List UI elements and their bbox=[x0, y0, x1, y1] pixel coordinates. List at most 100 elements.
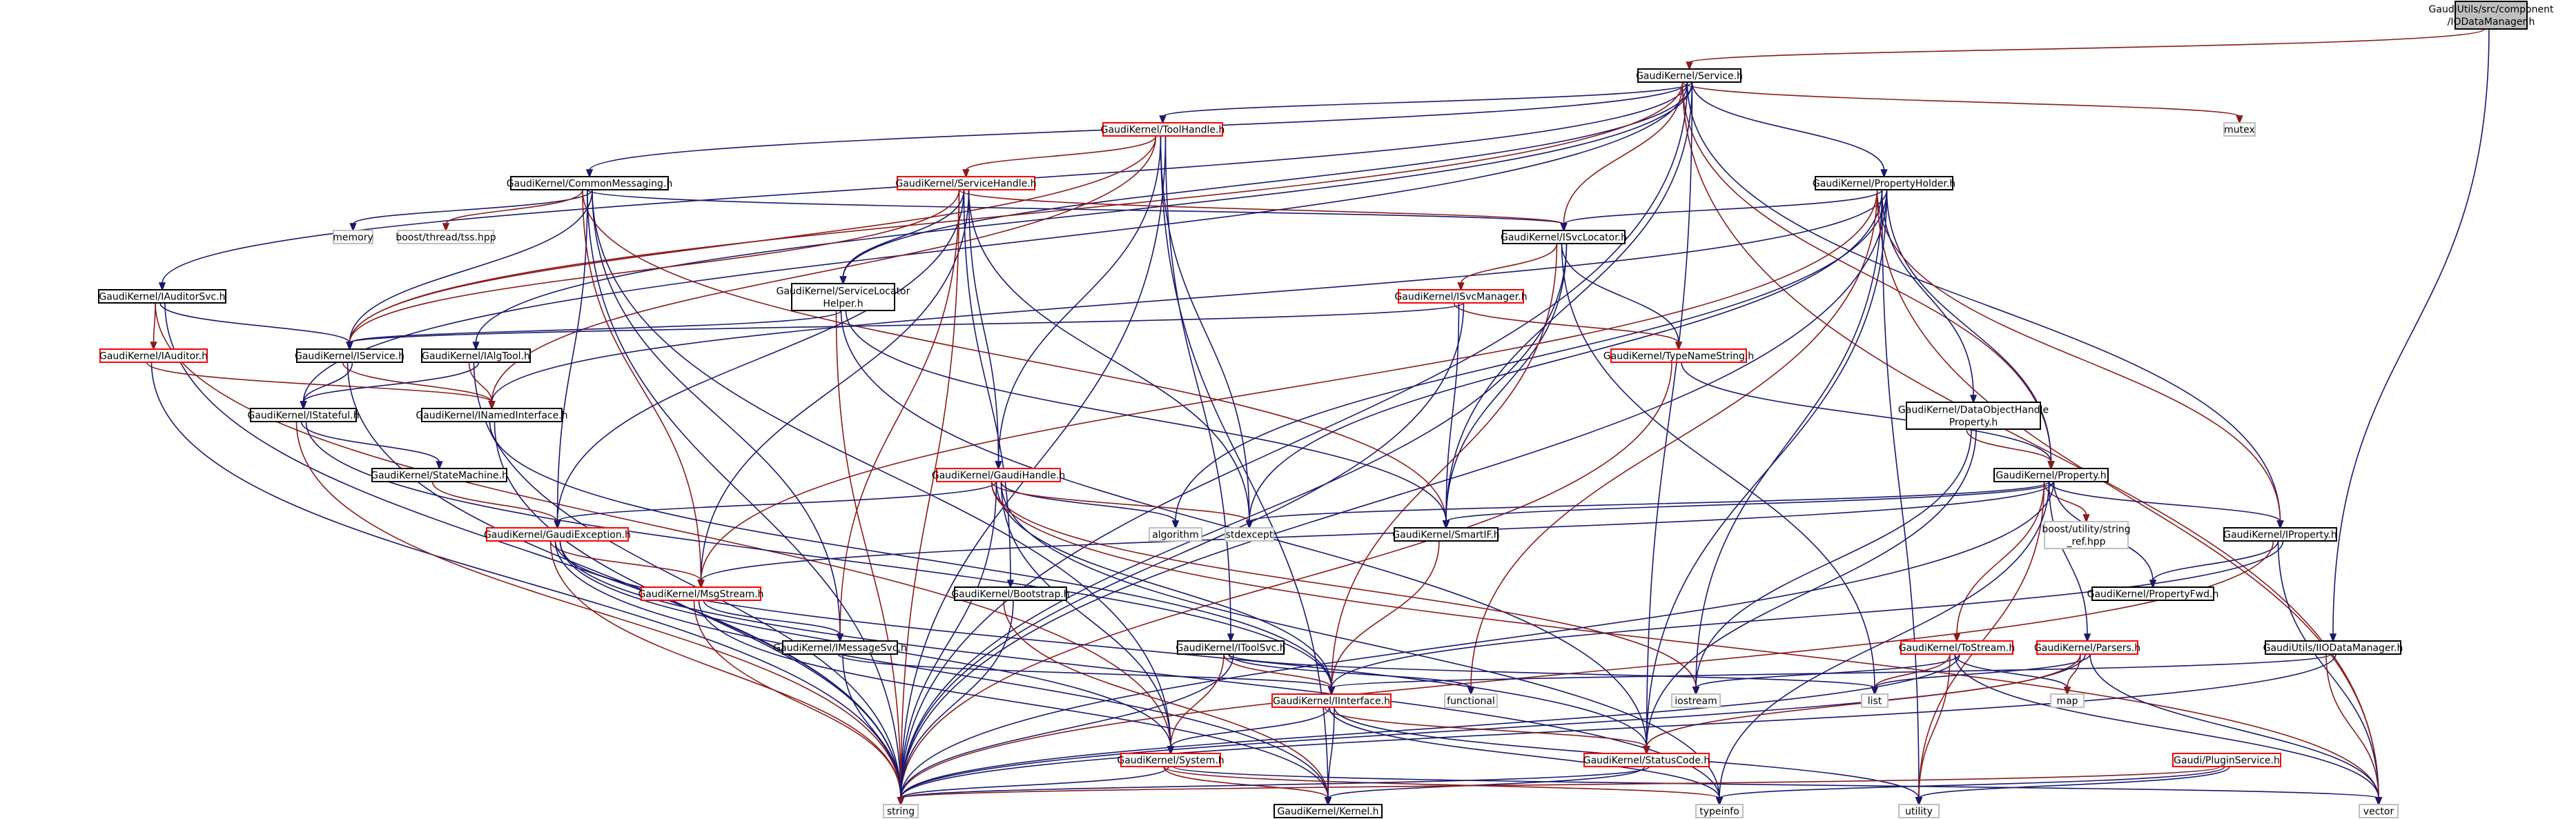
node-ialgtool[interactable]: GaudiKernel/IAlgTool.h bbox=[421, 348, 531, 363]
edge-toolhandle-to-string bbox=[900, 135, 1167, 799]
node-box-map bbox=[2050, 693, 2085, 708]
node-typeinfo[interactable]: typeinfo bbox=[1695, 804, 1744, 818]
node-functional[interactable]: functional bbox=[1444, 693, 1498, 708]
edge-propertyholder-to-dataobjecthandleproperty bbox=[1881, 189, 1974, 397]
node-bootstrap[interactable]: GaudiKernel/Bootstrap.h bbox=[951, 586, 1070, 601]
arrowhead-servicehandle-to-servicelocatorhelper bbox=[839, 276, 847, 286]
node-propertyfwd[interactable]: GaudiKernel/PropertyFwd.h bbox=[2087, 586, 2219, 601]
node-label-iauditor-0: GaudiKernel/IAuditor.h bbox=[99, 351, 208, 362]
edge-servicehandle-to-iservice bbox=[349, 189, 960, 344]
edge-property-to-stdexcept bbox=[1249, 481, 2050, 522]
node-box-dataobjecthandleproperty bbox=[1906, 402, 2041, 430]
edge-statemachine-to-gaudiexception bbox=[431, 481, 558, 522]
node-gaudiexception[interactable]: GaudiKernel/GaudiException.h bbox=[484, 527, 631, 542]
node-box-vector bbox=[2359, 804, 2399, 818]
node-stdexcept[interactable]: stdexcept bbox=[1224, 527, 1274, 542]
arrowhead-isvcmanager-to-typenamestring bbox=[1675, 342, 1683, 351]
node-box-system bbox=[1120, 753, 1221, 767]
node-box-pluginservice bbox=[2172, 753, 2281, 767]
node-label-iauditorsvc-0: GaudiKernel/IAuditorSvc.h bbox=[99, 292, 225, 303]
node-iiodatamanager[interactable]: GaudiUtils/IIODataManager.h bbox=[2263, 640, 2403, 655]
node-inamedinterface[interactable]: GaudiKernel/INamedInterface.h bbox=[416, 408, 568, 422]
node-parsers[interactable]: GaudiKernel/Parsers.h bbox=[2034, 640, 2140, 655]
node-utility[interactable]: utility bbox=[1898, 804, 1940, 818]
node-label-parsers-0: GaudiKernel/Parsers.h bbox=[2034, 643, 2140, 654]
node-list[interactable]: list bbox=[1861, 693, 1889, 708]
node-typenamestring[interactable]: GaudiKernel/TypeNameString.h bbox=[1603, 348, 1754, 363]
edge-propertyholder-to-statuscode bbox=[1646, 189, 1888, 748]
arrowhead-statuscode-to-kernel bbox=[1324, 797, 1332, 807]
node-propertyholder[interactable]: GaudiKernel/PropertyHolder.h bbox=[1813, 176, 1955, 190]
node-pluginservice[interactable]: Gaudi/PluginService.h bbox=[2172, 753, 2281, 767]
node-property[interactable]: GaudiKernel/Property.h bbox=[1993, 468, 2109, 482]
node-label-vector-0: vector bbox=[2363, 807, 2394, 818]
node-box-inamedinterface bbox=[421, 408, 563, 422]
edge-servicehandle-to-stdexcept bbox=[968, 189, 1250, 522]
edge-gaudihandle-to-typeinfo bbox=[1000, 481, 1720, 799]
node-istateful[interactable]: GaudiKernel/IStateful.h bbox=[248, 408, 360, 422]
arrowhead-system-to-vector bbox=[2374, 797, 2383, 807]
node-statuscode[interactable]: GaudiKernel/StatusCode.h bbox=[1583, 753, 1710, 767]
edge-iservice-to-istateful bbox=[302, 362, 353, 403]
edge-bootstrap-to-string bbox=[900, 600, 1014, 799]
node-itoolsvc[interactable]: GaudiKernel/IToolSvc.h bbox=[1175, 640, 1286, 655]
edge-servicehandle-to-msgstream bbox=[700, 189, 970, 582]
edge-isvclocator-to-string bbox=[900, 243, 1568, 799]
edge-istateful-to-string bbox=[295, 421, 901, 799]
node-imessagesvc[interactable]: GaudiKernel/IMessageSvc.h bbox=[773, 640, 907, 655]
node-box-root bbox=[2455, 1, 2528, 30]
node-system[interactable]: GaudiKernel/System.h bbox=[1117, 753, 1224, 767]
node-boostutilitystringref[interactable]: boost/utility/string_ref.hpp bbox=[2042, 521, 2131, 549]
node-smartif[interactable]: GaudiKernel/SmartIF.h bbox=[1392, 527, 1500, 542]
node-label-iostream-0: iostream bbox=[1675, 696, 1717, 707]
node-label-toolhandle-0: GaudiKernel/ToolHandle.h bbox=[1101, 125, 1225, 136]
node-iauditorsvc[interactable]: GaudiKernel/IAuditorSvc.h bbox=[98, 289, 226, 304]
edge-propertyholder-to-vector bbox=[1876, 189, 2379, 799]
node-label-iinterface-0: GaudiKernel/IInterface.h bbox=[1273, 696, 1390, 707]
node-statemachine[interactable]: GaudiKernel/StateMachine.h bbox=[371, 468, 508, 482]
edge-gaudiexception-to-kernel bbox=[554, 540, 1329, 799]
arrowhead-parsers-to-list bbox=[1871, 687, 1879, 696]
edge-parsers-to-vector bbox=[2089, 653, 2379, 799]
node-label-servicelocatorhelper-1: Helper.h bbox=[823, 299, 863, 310]
node-gaudihandle[interactable]: GaudiKernel/GaudiHandle.h bbox=[932, 468, 1066, 482]
edge-isvclocator-to-isvcmanager bbox=[1460, 243, 1558, 284]
node-boosttss[interactable]: boost/thread/tss.hpp bbox=[396, 230, 496, 244]
node-servicehandle[interactable]: GaudiKernel/ServiceHandle.h bbox=[895, 176, 1037, 190]
node-service[interactable]: GaudiKernel/Service.h bbox=[1636, 68, 1743, 83]
node-iostream[interactable]: iostream bbox=[1671, 693, 1721, 708]
node-isvclocator[interactable]: GaudiKernel/ISvcLocator.h bbox=[1501, 230, 1627, 244]
node-vector[interactable]: vector bbox=[2359, 804, 2399, 818]
node-algorithm[interactable]: algorithm bbox=[1149, 527, 1202, 542]
node-box-tostream bbox=[1900, 640, 2013, 655]
node-label-inamedinterface-0: GaudiKernel/INamedInterface.h bbox=[416, 411, 567, 422]
node-memory[interactable]: memory bbox=[333, 230, 373, 244]
arrowhead-gaudiexception-to-msgstream bbox=[697, 580, 705, 589]
node-map[interactable]: map bbox=[2050, 693, 2085, 708]
node-iauditor[interactable]: GaudiKernel/IAuditor.h bbox=[99, 348, 208, 363]
node-root[interactable]: GaudiUtils/src/component/IODataManager.h bbox=[2429, 1, 2554, 30]
node-msgstream[interactable]: GaudiKernel/MsgStream.h bbox=[638, 586, 764, 601]
arrowhead-service-to-propertyholder bbox=[1880, 169, 1888, 179]
node-toolhandle[interactable]: GaudiKernel/ToolHandle.h bbox=[1101, 122, 1225, 137]
edge-imessagesvc-to-string bbox=[842, 653, 901, 799]
node-iservice[interactable]: GaudiKernel/IService.h bbox=[295, 348, 404, 363]
node-mutex[interactable]: mutex bbox=[2223, 122, 2256, 137]
node-tostream[interactable]: GaudiKernel/ToStream.h bbox=[1899, 640, 2016, 655]
node-commonmessaging[interactable]: GaudiKernel/CommonMessaging.h bbox=[507, 176, 673, 190]
node-isvcmanager[interactable]: GaudiKernel/ISvcManager.h bbox=[1394, 289, 1528, 304]
node-label-propertyfwd-0: GaudiKernel/PropertyFwd.h bbox=[2087, 589, 2219, 600]
node-string[interactable]: string bbox=[883, 804, 919, 818]
arrowhead-pluginservice-to-typeinfo bbox=[1715, 797, 1724, 807]
node-box-iservice bbox=[296, 348, 403, 363]
node-kernel[interactable]: GaudiKernel/Kernel.h bbox=[1274, 804, 1383, 818]
node-box-itoolsvc bbox=[1177, 640, 1285, 655]
node-label-servicelocatorhelper-0: GaudiKernel/ServiceLocator bbox=[777, 286, 910, 297]
node-iproperty[interactable]: GaudiKernel/IProperty.h bbox=[2223, 527, 2337, 542]
arrowhead-root-to-iiodatamanager bbox=[2329, 633, 2337, 643]
edge-property-to-typeinfo bbox=[1719, 481, 2050, 799]
node-iinterface[interactable]: GaudiKernel/IInterface.h bbox=[1271, 693, 1392, 708]
node-label-service-0: GaudiKernel/Service.h bbox=[1636, 71, 1743, 82]
